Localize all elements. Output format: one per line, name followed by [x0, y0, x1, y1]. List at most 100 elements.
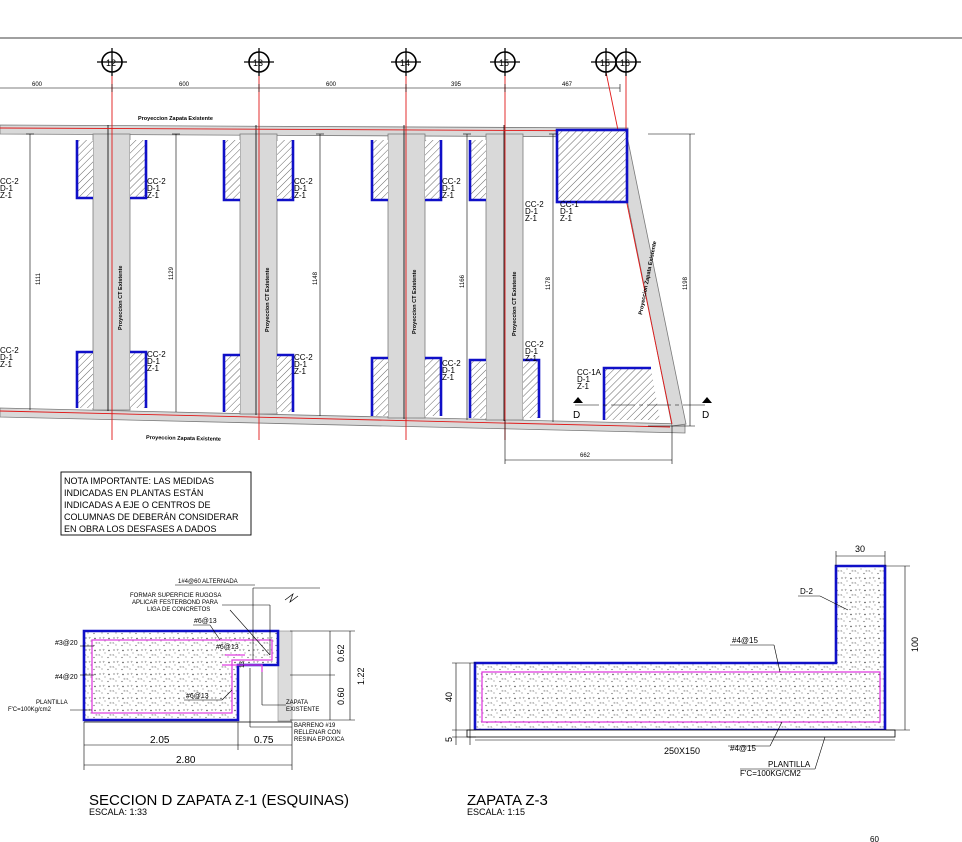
z1-label-rugosa-2: APLICAR FESTERBOND PARA — [132, 600, 218, 606]
note-line-2: INDICADAS EN PLANTAS ESTÁN — [64, 488, 203, 498]
svg-text:CC-2: CC-2 — [525, 200, 544, 209]
vdim-1129: 1129 — [169, 266, 175, 280]
svg-text:D-1: D-1 — [577, 375, 590, 384]
svg-text:Z-1: Z-1 — [147, 191, 160, 200]
z1-dim-280: 2.80 — [176, 755, 196, 766]
note-line-3: INDICADAS A EJE O CENTROS DE — [64, 500, 211, 510]
z3-dim-5: 5 — [444, 737, 454, 742]
svg-text:D-1: D-1 — [294, 184, 307, 193]
svg-text:CC-2: CC-2 — [147, 350, 166, 359]
axis-label-15b: 15 — [600, 58, 610, 68]
z1-dim-062: 0.62 — [336, 644, 346, 662]
top-dim-5: 467 — [562, 82, 573, 88]
svg-text:Z-1: Z-1 — [0, 360, 13, 369]
svg-text:CC-2: CC-2 — [442, 177, 461, 186]
z1-label-3at20: #3@20 — [55, 640, 78, 647]
beam-label-bottom: Proyeccion Zapata Existente — [146, 435, 221, 443]
z1-label-barreno-2: RELLENAR CON — [294, 730, 341, 736]
svg-text:Z-1: Z-1 — [0, 191, 13, 200]
vdim-1166: 1166 — [460, 274, 466, 288]
top-dim-2: 600 — [179, 82, 190, 88]
top-dim-4: 395 — [451, 82, 462, 88]
z1-label-6at13-b: #6@13 — [216, 644, 239, 651]
svg-text:CC-2: CC-2 — [0, 346, 19, 355]
svg-text:Z-1: Z-1 — [294, 367, 307, 376]
svg-text:CC-2: CC-2 — [442, 359, 461, 368]
section-z3-drawing — [452, 551, 910, 770]
z1-dim-060: 0.60 — [336, 687, 346, 705]
z1-scale: ESCALA: 1:33 — [89, 807, 147, 817]
z3-title: ZAPATA Z-3 — [467, 792, 548, 809]
svg-text:D-1: D-1 — [294, 360, 307, 369]
svg-text:CC-2: CC-2 — [294, 177, 313, 186]
plan-view: D D Proyeccion Zapata Existente Proyecci… — [0, 48, 712, 464]
z1-dim-122: 1.22 — [356, 667, 366, 685]
z3-dim-40: 40 — [444, 692, 454, 702]
svg-text:Z-1: Z-1 — [525, 354, 538, 363]
page-number: 60 — [870, 835, 879, 842]
z1-dim-075: 0.75 — [254, 735, 274, 746]
axis-bubbles — [97, 48, 641, 76]
svg-text:Z-1: Z-1 — [525, 214, 538, 223]
z3-label-size: 250X150 — [664, 746, 700, 756]
vertical-dimension-lines — [26, 133, 695, 464]
z1-label-zapata-2: EXISTENTE — [286, 707, 319, 713]
svg-text:CC-2: CC-2 — [147, 177, 166, 186]
z1-label-plantilla-1: PLANTILLA — [36, 700, 68, 706]
svg-text:CC-1: CC-1 — [560, 200, 579, 209]
section-marker-right: D — [702, 410, 709, 421]
note-line-1: NOTA IMPORTANTE: LAS MEDIDAS — [64, 476, 214, 486]
vertical-beam-12 — [92, 133, 131, 411]
svg-text:Z-1: Z-1 — [442, 373, 455, 382]
bottom-beam — [0, 407, 686, 434]
svg-text:CC-1A: CC-1A — [577, 368, 602, 377]
svg-text:CC-2: CC-2 — [294, 353, 313, 362]
z1-label-13: 13 — [240, 661, 246, 668]
z3-label-d2: D-2 — [800, 587, 813, 596]
svg-text:D-1: D-1 — [560, 207, 573, 216]
axis-label-12: 12 — [106, 58, 116, 68]
vertical-beam-15 — [485, 133, 524, 421]
svg-text:D-1: D-1 — [0, 353, 13, 362]
z1-label-6at13-a: #6@13 — [194, 618, 217, 625]
svg-text:D-1: D-1 — [147, 357, 160, 366]
z1-label-barreno-1: BARRENO #19 — [294, 723, 336, 729]
svg-text:D-1: D-1 — [442, 184, 455, 193]
top-dim-3: 600 — [326, 82, 337, 88]
note-line-5: EN OBRA LOS DESFASES A DADOS — [64, 524, 217, 534]
z1-label-rugosa-3: LIGA DE CONCRETOS — [147, 607, 210, 613]
svg-text:D-1: D-1 — [442, 366, 455, 375]
vdim-1178: 1178 — [546, 276, 552, 290]
vdim-1198: 1198 — [683, 276, 689, 290]
beam-label-top: Proyeccion Zapata Existente — [138, 116, 213, 122]
svg-text:D-1: D-1 — [525, 207, 538, 216]
z1-label-zapata-1: ZAPATA — [286, 700, 308, 706]
section-z1-drawing — [70, 584, 355, 770]
note-box — [60, 471, 252, 536]
z3-label-plantilla-1: PLANTILLA — [768, 760, 811, 769]
vdim-1111: 1111 — [36, 272, 42, 285]
z1-label-rugosa-1: FORMAR SUPERFICIE RUGOSA — [130, 593, 221, 599]
z1-label-barreno-3: RESINA EPOXICA — [294, 737, 344, 743]
dim-662: 662 — [580, 453, 591, 459]
z1-label-alternada: 1#4@60 ALTERNADA — [178, 579, 238, 585]
svg-text:Z-1: Z-1 — [294, 191, 307, 200]
columns-bottom-row — [75, 350, 660, 420]
vdim-1148: 1148 — [313, 271, 319, 285]
columns-top-row — [75, 128, 629, 204]
svg-text:Z-1: Z-1 — [147, 364, 160, 373]
z1-title: SECCION D ZAPATA Z-1 (ESQUINAS) — [89, 792, 349, 809]
svg-text:D-1: D-1 — [0, 184, 13, 193]
z3-label-plantilla-2: F'C=100KG/CM2 — [740, 769, 801, 778]
axis-label-14: 14 — [400, 58, 410, 68]
axis-label-16: 16 — [620, 58, 630, 68]
svg-text:D-1: D-1 — [147, 184, 160, 193]
column-tags: CC-2 D-1 Z-1 CC-2 D-1 Z-1 CC-2 D-1 Z-1 C… — [0, 177, 602, 391]
beam-label-vertical-15: Proyeccion CT Existente — [512, 272, 518, 337]
svg-text:D-1: D-1 — [525, 347, 538, 356]
note-line-4: COLUMNAS DE DEBERÁN CONSIDERAR — [64, 512, 239, 522]
vertical-beam-13 — [239, 133, 278, 415]
vertical-beam-14 — [387, 133, 426, 419]
z3-label-4at15-a: #4@15 — [732, 636, 758, 645]
